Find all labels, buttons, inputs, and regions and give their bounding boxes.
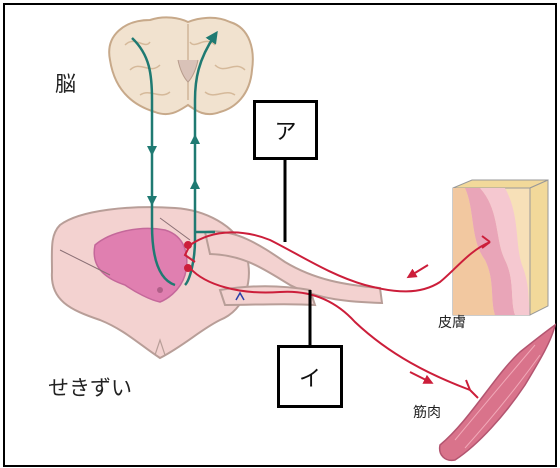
label-box-i-text: イ [299,361,321,393]
muscle-label: 筋肉 [413,402,441,422]
pathway-arrows [152,135,195,202]
label-box-a: ア [253,100,318,160]
brain-drawing [109,17,253,114]
spinal-cord-drawing [52,207,249,358]
skin-block-drawing [453,180,548,315]
skin-label: 皮膚 [438,312,466,332]
spinal-cord-label: せきずい [48,372,132,402]
label-box-a-text: ア [274,114,296,146]
muscle-drawing [440,325,555,460]
label-box-i: イ [277,345,343,408]
brain-label: 脳 [55,68,76,98]
